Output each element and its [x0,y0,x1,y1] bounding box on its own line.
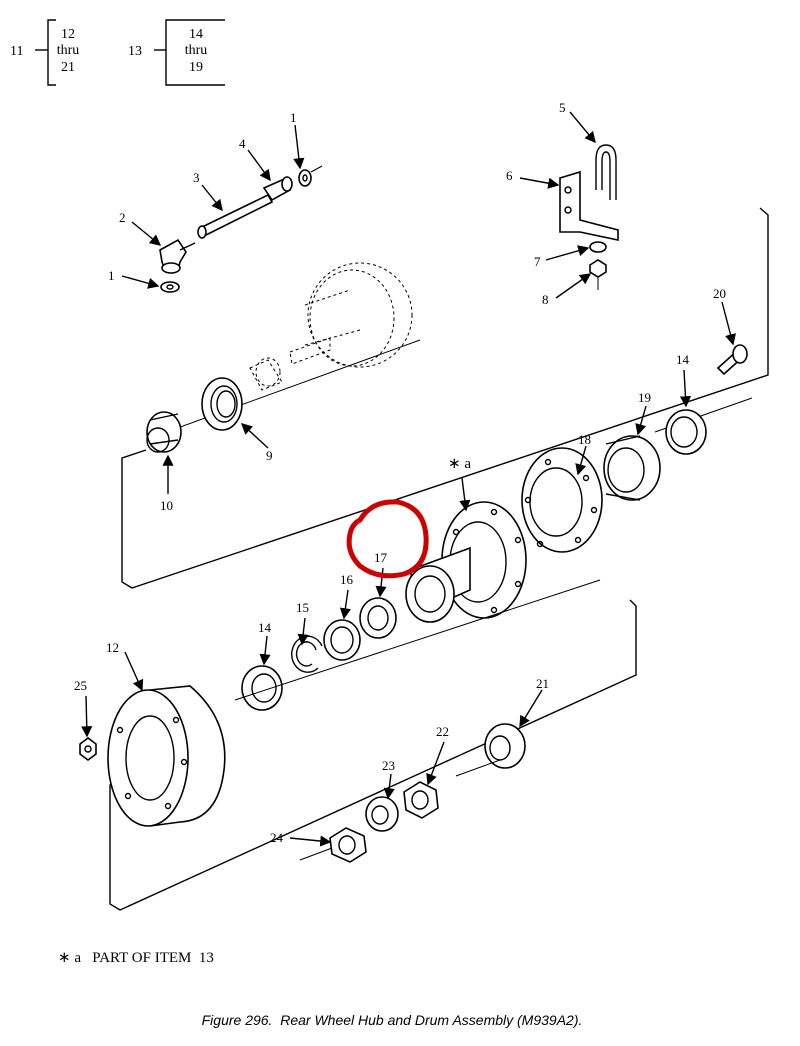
part-12-brake-drum [107,685,226,827]
callout-17: 17 [374,550,388,565]
callout-25: 25 [74,678,87,693]
ref-box-line: thru [57,43,80,58]
part-6-bracket [559,170,619,241]
part-a-marker: ∗ a [448,456,471,472]
ref-box-line: thru [185,43,208,58]
callout-labels: 1 4 3 2 1 5 6 7 8 9 10 20 14 19 18 ∗ a 1… [74,100,726,845]
part-17-bearing [359,597,397,639]
highlight-circle [346,499,429,579]
part-2-elbow-fitting [159,238,196,274]
footnote: ∗ a PART OF ITEM 13 [58,950,214,966]
ref-box-line: 21 [61,60,75,75]
figure-caption: Figure 296. Rear Wheel Hub and Drum Asse… [202,1012,583,1028]
part-8-nut [589,259,607,290]
part-14-seal-lower [241,665,283,711]
part-4-fitting [262,176,293,202]
ref-box-pointer-label: 11 [10,44,23,59]
callout-8: 8 [542,292,549,307]
part-22-nut [403,781,439,819]
callout-23: 23 [382,758,395,773]
callout-19: 19 [638,390,651,405]
ref-box-pointer-label: 13 [128,44,142,59]
callout-2: 2 [119,210,126,225]
leader-lines [81,111,736,847]
callout-12: 12 [106,640,119,655]
callout-15: 15 [296,600,309,615]
part-1-washer [160,281,180,293]
part-21-nut [484,723,526,769]
callout-1: 1 [108,268,115,283]
part-20-stud [716,344,748,376]
part-7-washer [589,241,607,253]
ref-box-11: 11 12 thru 21 [10,19,80,86]
upper-panel-outline [121,207,769,589]
callout-22: 22 [436,724,449,739]
part-23-lockwasher [365,796,399,832]
callout-21: 21 [536,676,549,691]
part-24-nut [329,827,367,863]
callout-24: 24 [270,830,284,845]
ref-box-line: 14 [189,27,203,42]
callout-10: 10 [160,498,173,513]
part-5-u-bolt [595,144,617,200]
lower-panel-outline [109,599,637,911]
callout-16: 16 [340,572,354,587]
part-1-washer-upper [298,165,323,187]
part-10-bearing-cone [146,411,182,453]
callout-1: 1 [290,110,297,125]
ref-box-13: 13 14 thru 19 [128,19,225,86]
callout-5: 5 [559,100,566,115]
callout-14: 14 [676,352,690,367]
callout-18: 18 [578,432,591,447]
part-19-splined-ring [603,435,661,501]
part-14-seal-upper [665,409,707,455]
callout-9: 9 [266,448,273,463]
callout-4: 4 [239,136,246,151]
callout-14: 14 [258,620,272,635]
ref-box-line: 19 [189,60,203,75]
callout-20: 20 [713,286,726,301]
part-18-flange [521,447,603,553]
part-9-oil-seal [201,377,243,431]
callout-3: 3 [193,170,200,185]
ref-box-line: 12 [61,27,75,42]
part-3-tube [197,193,274,239]
part-15-snap-ring [291,635,323,673]
part-16-bearing-cup [323,619,361,661]
callout-6: 6 [506,168,513,183]
part-25-nut [79,737,97,761]
spindle-phantom [249,262,413,391]
callout-7: 7 [534,254,541,269]
